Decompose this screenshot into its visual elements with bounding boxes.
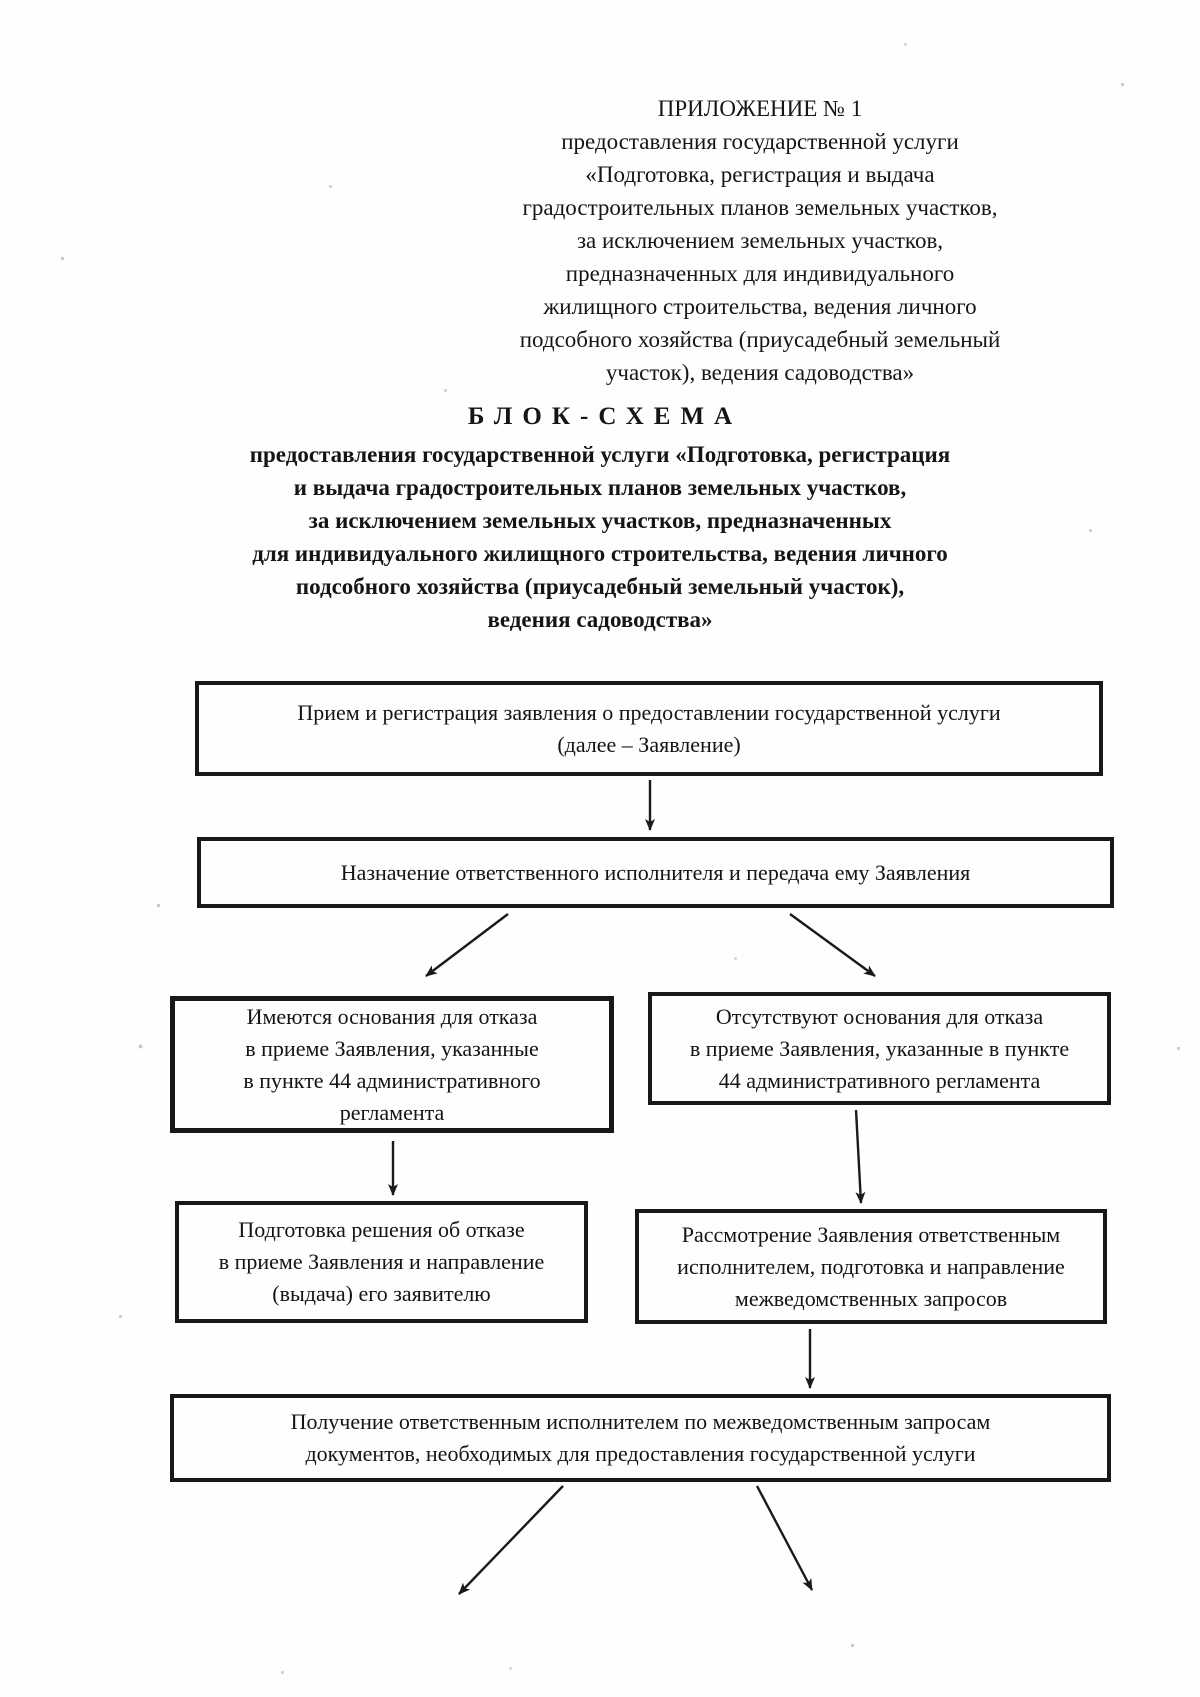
flowchart-box-grounds-exist: Имеются основания для отказа в приеме За… <box>170 996 614 1133</box>
flowchart-title-line: ведения садоводства» <box>487 607 713 632</box>
box-text-line: Имеются основания для отказа <box>246 1003 538 1029</box>
appendix-line: «Подготовка, регистрация и выдача <box>585 162 935 187</box>
arrow-assignment-to-grounds-exist <box>425 913 509 977</box>
arrow-docs-branch-right <box>755 1485 814 1591</box>
box-text-line: Отсутствуют основания для отказа <box>715 1003 1044 1029</box>
box-text-line: (далее – Заявление) <box>557 731 741 757</box>
box-text-line: в приеме Заявления, указанные <box>245 1035 539 1061</box>
flowchart-title-line: предоставления государственной услуги «П… <box>249 442 951 467</box>
box-text-line: в пункте 44 административного <box>243 1067 541 1093</box>
arrow-assignment-to-grounds-absent <box>789 913 876 977</box>
box-text-line: 44 административного регламента <box>718 1067 1041 1093</box>
appendix-line: за исключением земельных участков, <box>576 228 944 253</box>
flowchart-title-line: подсобного хозяйства (приусадебный земел… <box>295 574 905 599</box>
flowchart-box-reception: Прием и регистрация заявления о предоста… <box>195 681 1103 776</box>
box-text-line: Назначение ответственного исполнителя и … <box>340 859 971 885</box>
appendix-line: жилищного строительства, ведения личного <box>543 294 977 319</box>
box-text-line: в приеме Заявления и направление <box>218 1249 545 1274</box>
box-text-line: Рассмотрение Заявления ответственным <box>681 1221 1061 1247</box>
flowchart-title-block: БЛОК-СХЕМА предоставления государственно… <box>100 400 1100 636</box>
box-text-line: межведомственных запросов <box>734 1285 1008 1311</box>
flowchart-box-review-requests: Рассмотрение Заявления ответственным исп… <box>635 1209 1107 1324</box>
scan-noise-speckles <box>0 0 1 1</box>
flowchart-title-line: для индивидуального жилищного строительс… <box>252 541 948 566</box>
box-text-line: Подготовка решения об отказе <box>238 1217 525 1242</box>
appendix-line: предоставления государственной услуги <box>561 129 959 154</box>
box-text-line: регламента <box>339 1099 445 1125</box>
box-text-line: документов, необходимых для предоставлен… <box>305 1441 976 1466</box>
appendix-header: ПРИЛОЖЕНИЕ № 1 предоставления государств… <box>410 92 1110 389</box>
flowchart-box-refusal-decision: Подготовка решения об отказе в приеме За… <box>175 1201 588 1323</box>
appendix-line: предназначенных для индивидуального <box>565 261 955 286</box>
box-text-line: (выдача) его заявителю <box>272 1281 491 1306</box>
flowchart-box-grounds-absent: Отсутствуют основания для отказа в прием… <box>648 992 1111 1105</box>
flowchart-title-heading: БЛОК-СХЕМА <box>467 403 743 430</box>
flowchart-box-assignment: Назначение ответственного исполнителя и … <box>197 837 1114 908</box>
arrow-docs-branch-left <box>458 1485 564 1595</box>
flowchart-title-line: и выдача градостроительных планов земель… <box>293 475 907 500</box>
box-text-line: исполнителем, подготовка и направление <box>677 1253 1065 1279</box>
box-text-line: Получение ответственным исполнителем по … <box>290 1409 991 1434</box>
box-text-line: Прием и регистрация заявления о предоста… <box>297 699 1001 725</box>
appendix-line: градостроительных планов земельных участ… <box>522 195 998 220</box>
flowchart-box-receive-documents: Получение ответственным исполнителем по … <box>170 1394 1111 1482</box>
arrow-grounds-absent-to-review <box>854 1109 866 1204</box>
box-text-line: в приеме Заявления, указанные в пункте <box>689 1035 1070 1061</box>
appendix-line: ПРИЛОЖЕНИЕ № 1 <box>657 96 863 121</box>
appendix-line: участок), ведения садоводства» <box>605 360 915 385</box>
appendix-line: подсобного хозяйства (приусадебный земел… <box>519 327 1001 352</box>
flowchart-title-line: за исключением земельных участков, предн… <box>308 508 892 533</box>
